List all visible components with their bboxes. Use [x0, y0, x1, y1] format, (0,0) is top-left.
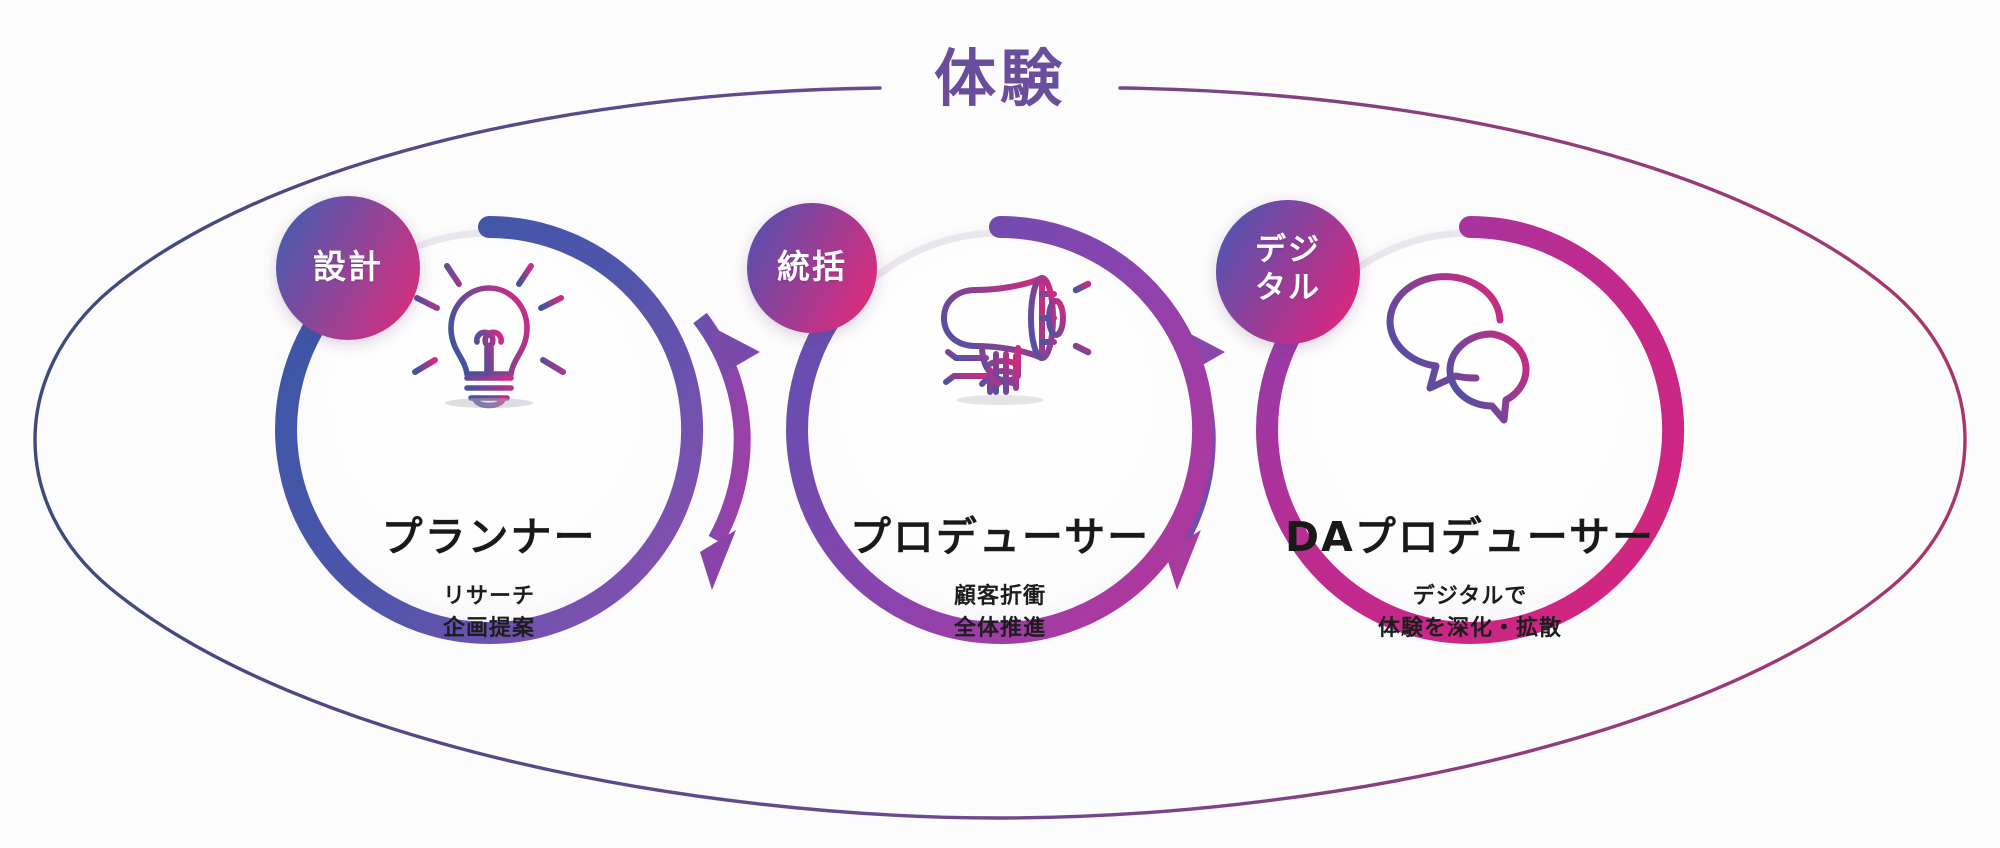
badge-label-digital-line1: デジ: [1255, 232, 1321, 268]
arrow-planner-to-producer: [693, 312, 760, 590]
node-subtitle-da-producer-line2: 体験を深化・拡散: [1377, 616, 1562, 641]
badge-label-digital-line2: タル: [1255, 270, 1321, 306]
badge-label-toukatsu: 統括: [777, 247, 847, 286]
node-subtitle-producer-line1: 顧客折衝: [953, 584, 1046, 609]
badge-digital[interactable]: [1216, 200, 1360, 344]
node-title-da-producer: DAプロデューサー: [1285, 513, 1655, 561]
node-subtitle-planner-line1: リサーチ: [442, 584, 535, 609]
badge-toukatsu[interactable]: [747, 203, 877, 333]
megaphone-icon: [941, 275, 1098, 395]
node-da-producer[interactable]: [1256, 216, 1685, 644]
node-title-planner: プランナー: [381, 513, 597, 561]
node-planner[interactable]: [275, 216, 704, 644]
node-title-producer: プロデューサー: [849, 513, 1151, 561]
experience-ellipse: [33, 86, 1967, 820]
node-producer[interactable]: [786, 216, 1215, 644]
node-subtitle-producer-line2: 全体推進: [953, 616, 1046, 641]
node-subtitle-planner-line2: 企画提案: [442, 616, 535, 641]
icon-shadow: [445, 398, 533, 408]
badge-sekkei[interactable]: [276, 196, 420, 340]
speech-bubbles-icon: [1386, 273, 1530, 424]
icon-shadow: [956, 395, 1044, 405]
node-subtitle-da-producer-line1: デジタルで: [1412, 584, 1528, 609]
lightbulb-icon: [404, 251, 574, 409]
page-title: 体験: [933, 42, 1066, 115]
badge-label-sekkei: 設計: [313, 247, 383, 286]
